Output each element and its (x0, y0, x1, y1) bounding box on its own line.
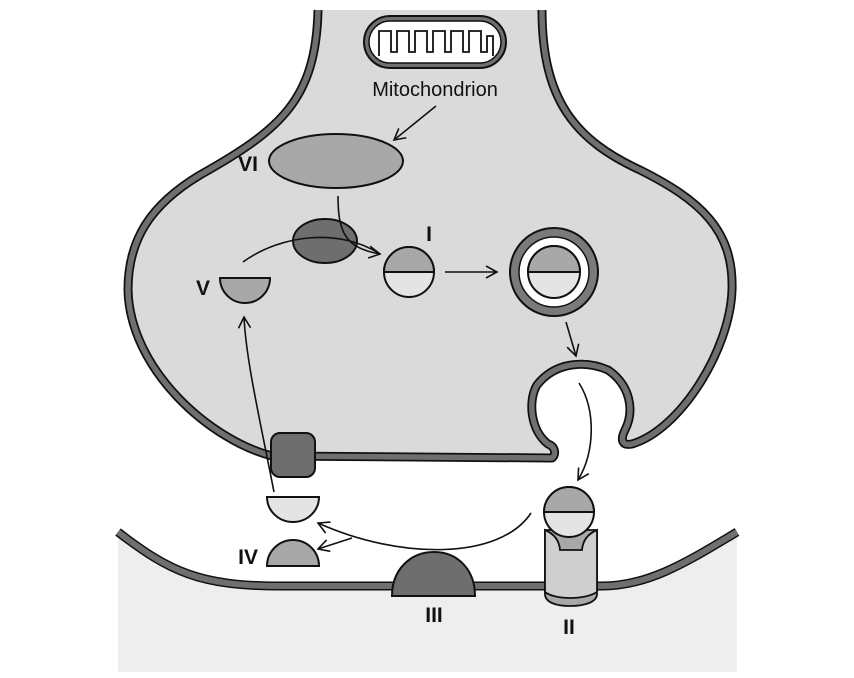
arrow-vesicle-to-fusion (565, 321, 580, 358)
product-light-half (265, 496, 321, 523)
arrow-v-to-i (242, 236, 381, 263)
reuptake-transporter (270, 432, 316, 478)
mitochondrion (363, 15, 507, 69)
mitochondrion-cristae (378, 30, 494, 56)
enzyme-iii (390, 550, 477, 597)
label-iv: IV (238, 546, 258, 569)
arrow-reuptake-to-v (237, 315, 275, 493)
label-iii: III (425, 604, 443, 627)
arrow-mito-to-vi (392, 105, 437, 142)
arrow-cleft-to-receptor (577, 382, 593, 482)
mitochondrion-label: Mitochondrion (372, 79, 498, 101)
label-ii: II (563, 616, 575, 639)
label-i: I (426, 223, 432, 246)
product-v (218, 277, 272, 304)
organelle-vi (268, 133, 404, 189)
synaptic-vesicle (509, 227, 599, 317)
arrow-to-iv (316, 537, 353, 553)
transmitter-i (382, 246, 436, 298)
arrow-vi-to-i (337, 195, 382, 259)
postsynaptic-cell (118, 532, 737, 672)
label-vi: VI (238, 153, 258, 176)
receptor-ii (542, 486, 598, 607)
label-v: V (196, 277, 210, 300)
arrow-receptor-to-iv (316, 512, 532, 551)
product-iv (265, 539, 321, 567)
